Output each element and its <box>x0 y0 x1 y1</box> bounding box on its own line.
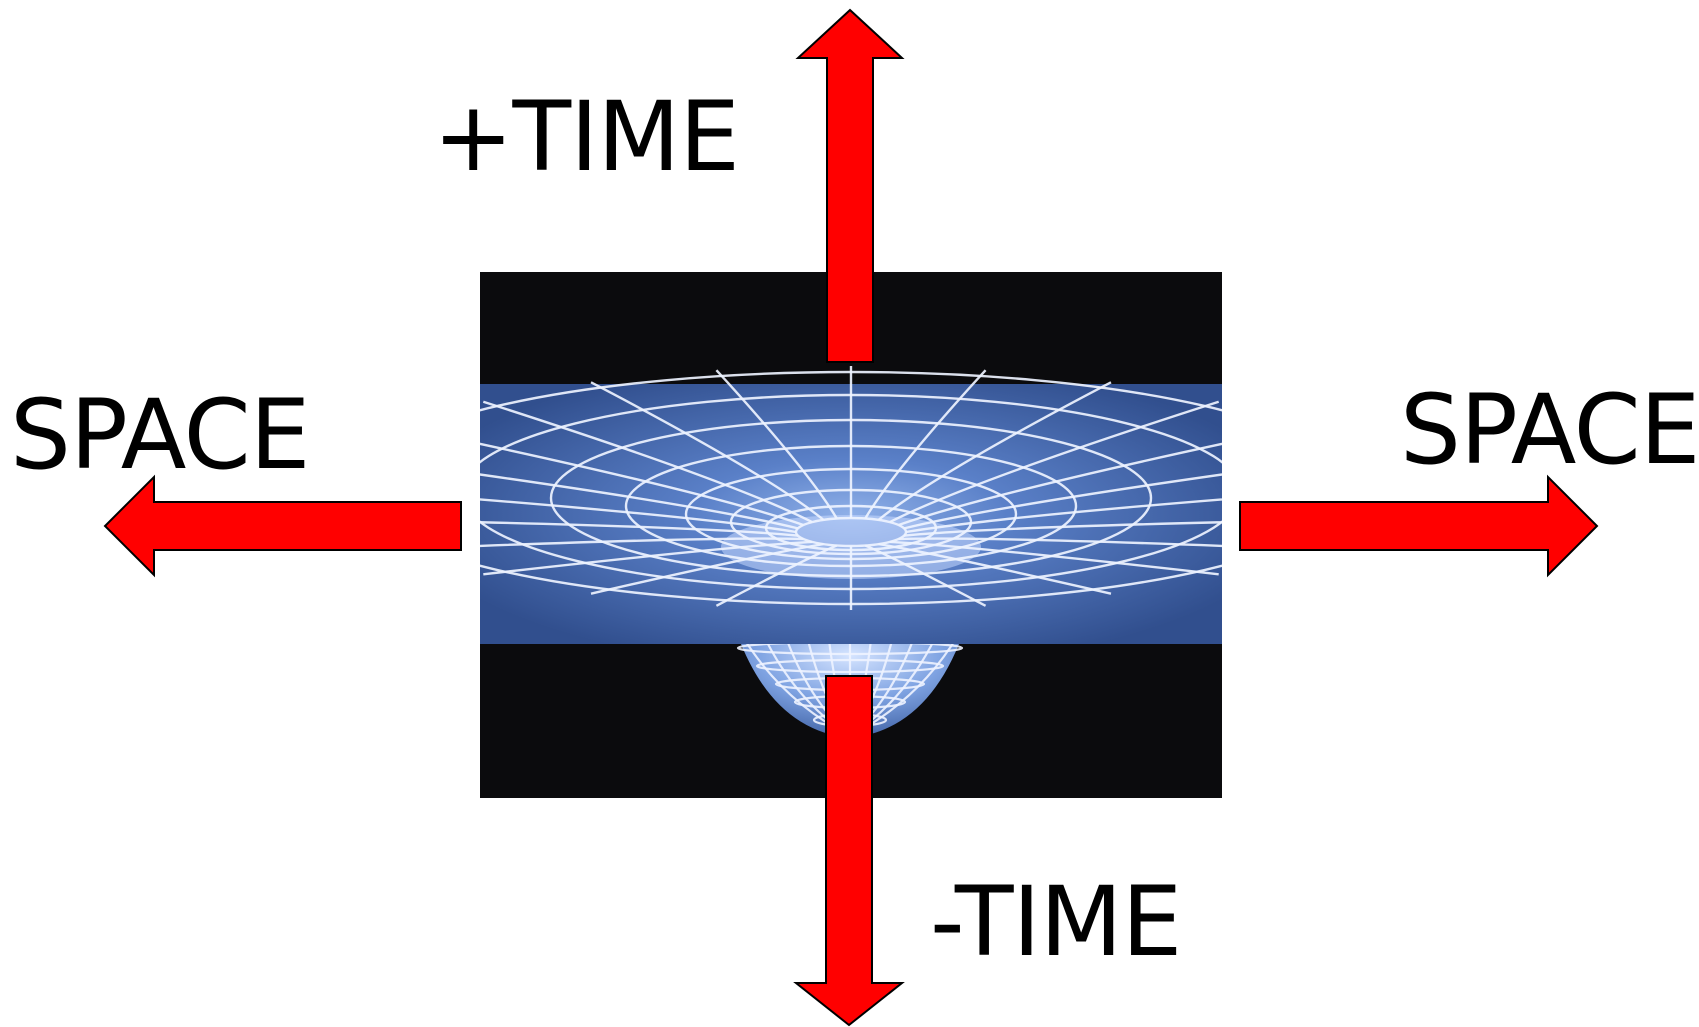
grid-spoke <box>864 369 987 520</box>
grid-spoke <box>904 521 1222 537</box>
grid-spoke <box>590 542 824 595</box>
time-positive-label: +TIME <box>433 81 739 193</box>
time-negative-arrow <box>793 675 905 1027</box>
grid-spoke <box>480 473 799 530</box>
grid-spoke <box>889 400 1220 524</box>
grid-spoke <box>480 442 804 527</box>
grid-spoke <box>878 542 1112 595</box>
space-left-arrow <box>103 474 462 578</box>
space-right-arrow <box>1239 474 1599 578</box>
grid-spoke <box>590 381 825 521</box>
grid-spoke <box>877 381 1112 521</box>
grid-spoke <box>898 442 1222 527</box>
curved-spacetime-sheet <box>480 365 1222 644</box>
grid-spoke <box>889 540 1219 576</box>
grid-spoke <box>480 521 798 537</box>
grid-spoke <box>898 537 1222 548</box>
grid-spoke <box>715 544 838 607</box>
grid-spoke <box>482 400 813 524</box>
space-left-label: SPACE <box>10 379 309 491</box>
grid-spoke <box>905 498 1222 534</box>
time-positive-arrow <box>795 8 905 363</box>
space-right-label: SPACE <box>1400 374 1699 486</box>
grid-spoke <box>715 369 838 520</box>
grid-spoke <box>903 473 1222 530</box>
grid-spoke <box>480 498 797 534</box>
grid-spoke <box>864 544 987 607</box>
grid-spoke <box>483 540 813 576</box>
grid-spoke <box>480 537 804 548</box>
time-negative-label: -TIME <box>930 866 1181 978</box>
